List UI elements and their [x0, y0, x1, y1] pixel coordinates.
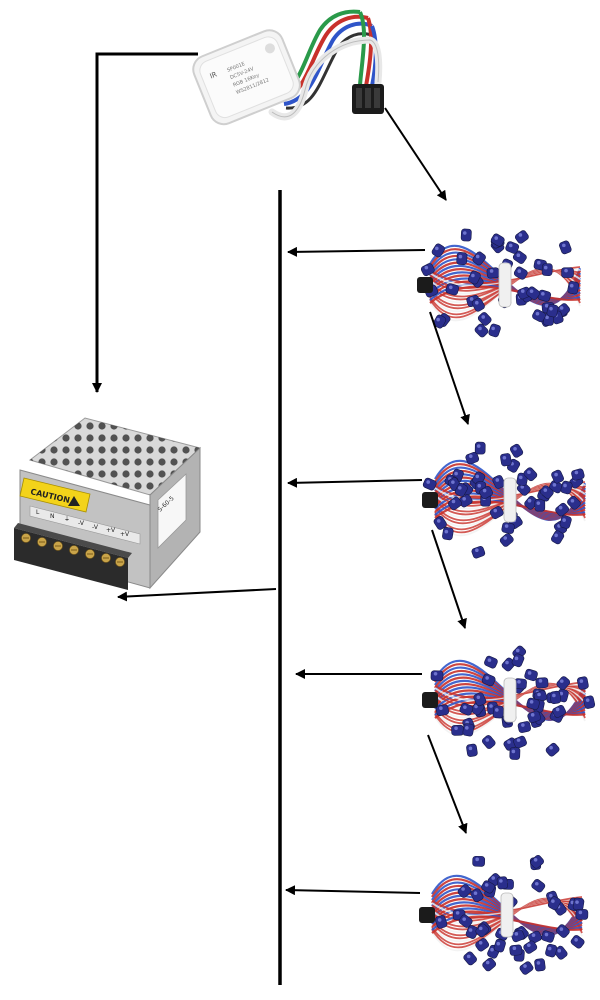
controller-text-1: IR: [209, 70, 219, 80]
terminal-label-3: -V: [78, 520, 85, 527]
power-supply: CAUTION S-60-5 L N ⏚ -V -V +V +V: [14, 417, 202, 590]
string-1-to-string-2-arrow: [429, 311, 470, 425]
led-string-4: [419, 855, 589, 975]
led-string-2: [422, 441, 587, 559]
terminal-label-0: L: [36, 509, 40, 516]
connections: [92, 52, 470, 985]
terminal-label-2: ⏚: [64, 516, 70, 523]
controller-connector: [352, 84, 384, 114]
terminal-label-5: +V: [106, 527, 116, 534]
string-1-to-bus-arrow: [287, 246, 426, 257]
string-2-to-string-3-arrow: [431, 529, 467, 629]
caution-label: CAUTION: [19, 477, 91, 513]
led-strings: [417, 228, 596, 975]
rgb-controller: IR SP001E DC5V-24V RGB 16Key WS2811/2812: [192, 9, 384, 126]
terminal-block: [14, 523, 132, 590]
controller-to-psu-line: [92, 52, 198, 393]
string-2-to-bus-arrow: [287, 477, 423, 488]
string-4-to-bus-arrow: [285, 885, 421, 896]
terminal-label-1: N: [50, 513, 55, 520]
led-string-3: [422, 645, 596, 760]
bus-to-psu-arrow: [117, 588, 277, 602]
led-string-1: [417, 228, 582, 338]
terminal-label-6: +V: [120, 531, 130, 538]
string-3-to-string-4-arrow: [427, 734, 468, 834]
controller-to-string-1-arrow: [384, 107, 447, 201]
psu-side-label: S-60-5: [157, 473, 187, 549]
terminal-label-4: -V: [92, 524, 99, 531]
